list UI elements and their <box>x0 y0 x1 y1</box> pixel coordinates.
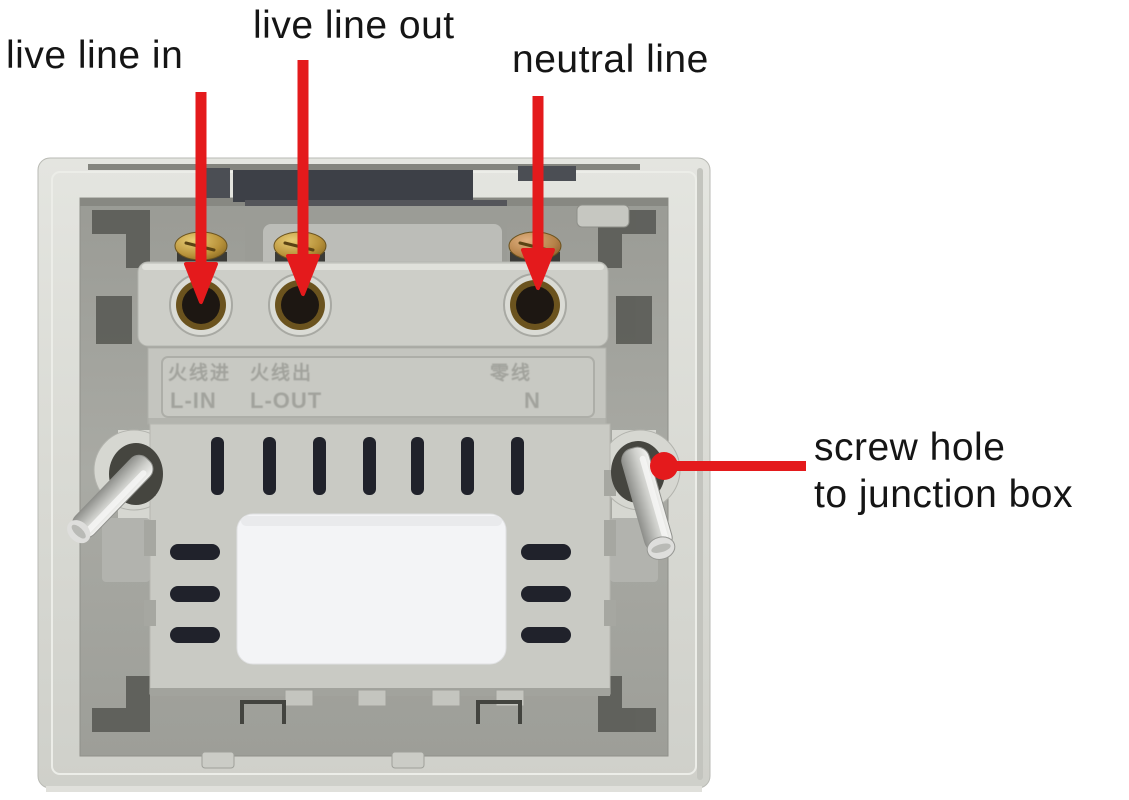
vent-slots <box>211 437 524 495</box>
arrow-live-line-in <box>184 92 218 304</box>
bottom-wire-clips <box>240 700 522 724</box>
label-screw-hole-line1: screw hole <box>814 426 1006 469</box>
marking-strip <box>147 347 607 426</box>
label-neutral-line: neutral line <box>512 38 709 81</box>
arrow-live-line-out <box>286 60 320 296</box>
blank-spec-label <box>236 513 507 665</box>
mounting-screw-right <box>621 446 676 560</box>
label-screw-hole: screw hole to junction box <box>814 424 1073 518</box>
marking-cn-live-in: 火线进 <box>168 363 232 384</box>
label-live-line-in: live line in <box>6 34 184 77</box>
terminal-hole-n <box>503 273 567 337</box>
marking-cn-live-out: 火线出 <box>250 363 314 384</box>
bottom-frame-tabs <box>201 751 425 769</box>
side-heat-slots <box>170 544 571 643</box>
marking-cn-neutral: 零线 <box>490 363 533 384</box>
label-screw-hole-line2: to junction box <box>814 473 1074 516</box>
arrow-neutral-line <box>521 96 555 290</box>
annotation-arrows <box>184 60 806 480</box>
arrow-screw-hole <box>650 452 806 480</box>
label-live-line-out: live line out <box>253 4 455 47</box>
terminal-hole-l-in <box>169 273 233 337</box>
marking-l-out: L-OUT <box>250 388 323 413</box>
marking-l-in: L-IN <box>170 388 217 413</box>
marking-n: N <box>524 388 541 413</box>
mounting-screw-left <box>67 454 154 544</box>
terminal-hole-l-out <box>268 273 332 337</box>
